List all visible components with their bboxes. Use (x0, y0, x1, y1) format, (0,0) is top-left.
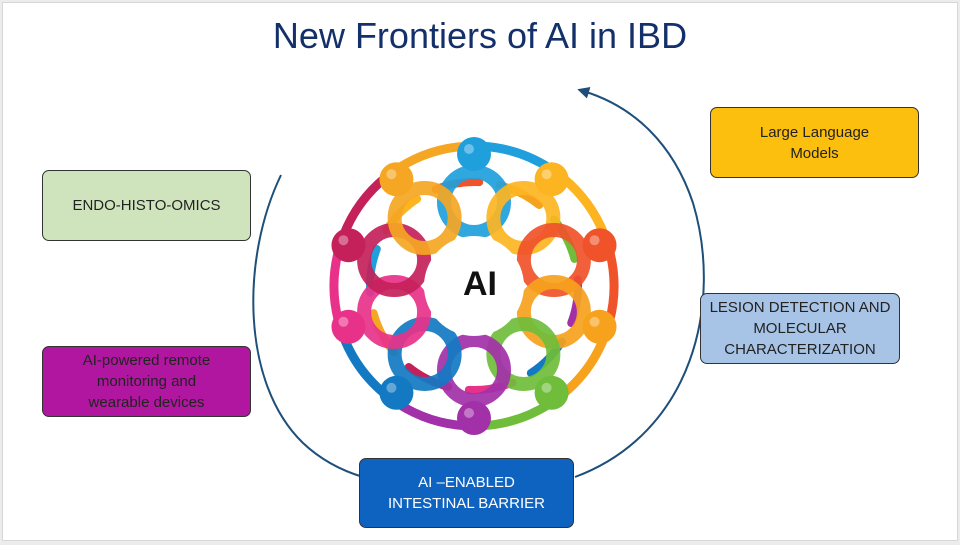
endo-histo-omics-label: ENDO-HISTO-OMICS (72, 197, 221, 214)
logo-person-head-highlight (589, 235, 600, 246)
logo-person-head-highlight (541, 169, 552, 180)
slide-title: New Frontiers of AI in IBD (272, 15, 688, 56)
cycle-arrow-left (252, 174, 364, 478)
logo-person-head (582, 309, 617, 344)
logo-person-head (534, 375, 569, 410)
logo-outer-ring-segment (339, 332, 390, 399)
logo-outer-ring-segment (477, 141, 554, 173)
logo-outer-ring-segment (558, 332, 609, 399)
logo-outer-ring-segment (394, 399, 471, 431)
lesion-detection-box: LESION DETECTION AND MOLECULAR CHARACTER… (700, 293, 900, 364)
logo-outer-ring-segment (394, 141, 471, 173)
logo-person-head (457, 401, 491, 435)
diagram (252, 86, 705, 478)
logo-person-body (357, 274, 432, 349)
logo-outer-ring-segment (477, 399, 554, 431)
logo-person-head-highlight (338, 316, 349, 327)
logo-center (424, 236, 524, 336)
logo-outer-ring-segment (339, 173, 390, 240)
logo-person-head-highlight (464, 144, 474, 154)
logo-person-head-highlight (386, 169, 397, 180)
logo-person-head-highlight (589, 316, 600, 327)
remote-monitoring-box: AI-powered remote monitoring and wearabl… (42, 346, 251, 417)
lesion-detection-label: LESION DETECTION AND MOLECULAR CHARACTER… (709, 299, 891, 358)
llm-box-label: Large Language Models (759, 123, 870, 162)
intestinal-barrier-box: AI –ENABLED INTESTINAL BARRIER (359, 458, 574, 528)
logo-person-head-highlight (338, 235, 349, 246)
logo-person-head (534, 162, 569, 197)
logo-person-head-highlight (386, 382, 397, 393)
ai-people-circle-logo (329, 137, 619, 435)
logo-person-head (379, 375, 414, 410)
remote-monitoring-label: AI-powered remote monitoring and wearabl… (82, 352, 211, 411)
logo-person-head (379, 162, 414, 197)
logo-person-head (331, 309, 366, 344)
logo-outer-ring-segment (558, 173, 609, 240)
endo-histo-omics-box: ENDO-HISTO-OMICS (42, 170, 251, 241)
logo-person-head (331, 228, 366, 263)
intestinal-barrier-label: AI –ENABLED INTESTINAL BARRIER (388, 474, 545, 512)
logo-person-body (387, 181, 462, 256)
logo-person-head (582, 228, 617, 263)
cycle-arrow-right (574, 86, 705, 478)
logo-person-head (457, 137, 491, 171)
llm-box: Large Language Models (710, 107, 919, 178)
logo-person-head-highlight (541, 382, 552, 393)
ai-center-label: AI (463, 265, 497, 303)
logo-person-head-highlight (464, 408, 474, 418)
logo-person-body (516, 223, 591, 298)
